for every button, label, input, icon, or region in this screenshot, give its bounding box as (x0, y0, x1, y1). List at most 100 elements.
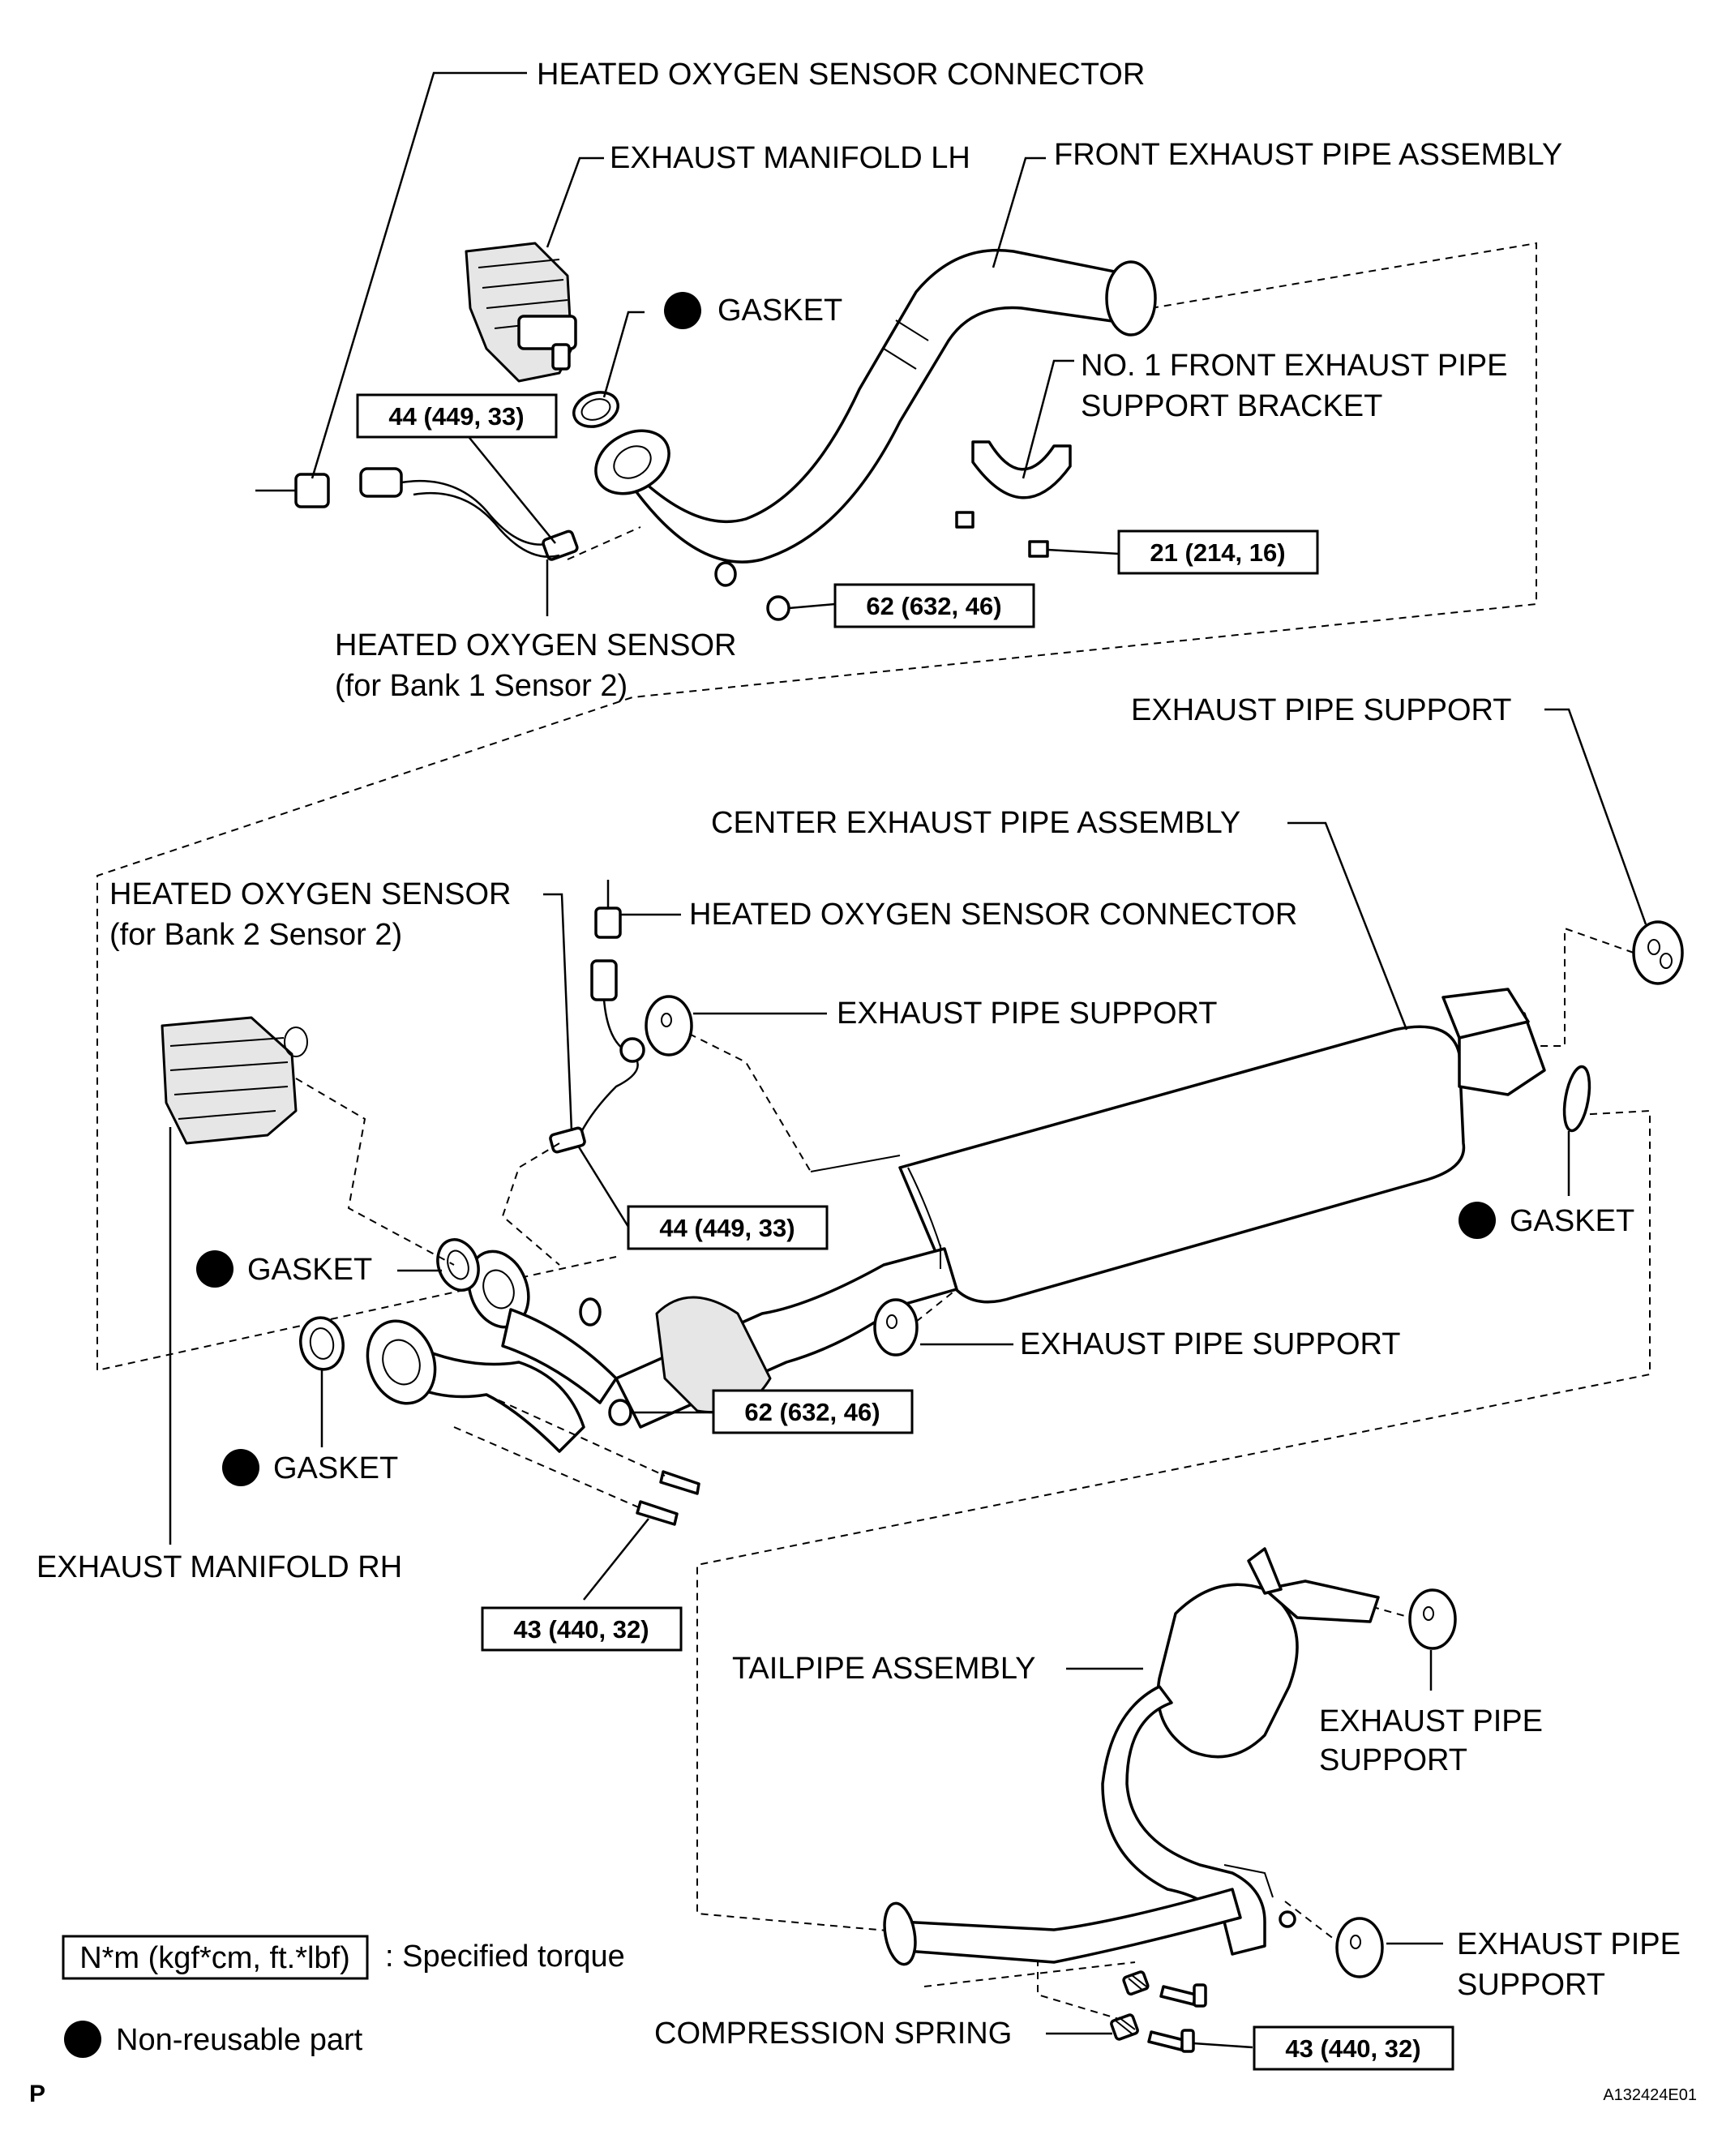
center-pipe-dash-right (696, 1109, 1651, 1943)
leader-t21 (1047, 548, 1120, 555)
tail-bolt-2 (1147, 2030, 1185, 2051)
label-ho2s-bank2-2: (for Bank 2 Sensor 2) (109, 918, 402, 952)
support-mid-dash (688, 1033, 812, 1172)
ho2s-bank2-part (549, 880, 645, 1154)
leader-t62-upper (788, 602, 836, 610)
label-gasket-right: GASKET (1510, 1204, 1634, 1238)
nut-lower-1 (579, 1297, 602, 1327)
leader-t44-lower (576, 1145, 630, 1228)
non-reusable-marker-icon-right (1459, 1202, 1496, 1239)
nut-lower-2 (608, 1399, 632, 1426)
leader-ho2s-bank2 (543, 893, 573, 1132)
torque-box-43-left (481, 1606, 683, 1652)
leader-no1-bracket (1022, 359, 1074, 479)
legend-torque-desc: : Specified torque (385, 1940, 625, 1974)
torque-box-44-upper (356, 393, 558, 439)
label-gasket-top: GASKET (718, 294, 842, 328)
support-dash-top-right (1540, 927, 1634, 1047)
torque-62-upper: 62 (632, 46) (866, 592, 1001, 620)
front-pipe-dash (567, 526, 641, 560)
torque-43-right: 43 (440, 32) (1285, 2034, 1420, 2063)
torque-44-upper: 44 (449, 33) (388, 402, 524, 431)
figure-id: A132424E01 (1603, 2086, 1697, 2104)
non-reusable-marker-icon-left-upper (196, 1250, 233, 1288)
label-support-mid: EXHAUST PIPE SUPPORT (837, 997, 1218, 1031)
label-front-exhaust-pipe: FRONT EXHAUST PIPE ASSEMBLY (1054, 138, 1562, 172)
non-reusable-marker-icon (664, 292, 701, 329)
leader-front-exhaust-pipe (992, 156, 1046, 268)
front-exhaust-pipe-part (594, 248, 1157, 564)
label-compression-spring: COMPRESSION SPRING (654, 2017, 1012, 2051)
no1-support-bracket-part (971, 440, 1072, 499)
gasket-left-lower-part (299, 1316, 345, 1371)
label-ho2s-connector-mid: HEATED OXYGEN SENSOR CONNECTOR (689, 898, 1297, 932)
label-ho2s-bank1-1: HEATED OXYGEN SENSOR (335, 628, 737, 662)
leader-gasket-top (602, 311, 645, 398)
label-center-pipe: CENTER EXHAUST PIPE ASSEMBLY (711, 806, 1240, 840)
label-support-lower: EXHAUST PIPE SUPPORT (1020, 1327, 1401, 1361)
tail-bolt-2-head (1180, 2029, 1195, 2053)
exhaust-pipe-support-tail-upper-part (1408, 1588, 1457, 1650)
tail-bolt-1-head (1193, 1983, 1207, 2008)
torque-box-62-lower (712, 1389, 914, 1434)
label-tail-support-upper-1: EXHAUST PIPE (1319, 1704, 1543, 1738)
torque-box-43-right (1253, 2025, 1454, 2071)
bracket-bolt-1 (955, 511, 975, 529)
exhaust-pipe-support-top-right-part (1632, 920, 1684, 985)
label-gasket-left-lower: GASKET (273, 1451, 398, 1485)
nut-front-1 (714, 561, 737, 587)
leader-t43-left (583, 1518, 649, 1601)
bolt-lower-1 (659, 1470, 700, 1495)
leader-support-top-right (1544, 708, 1647, 925)
torque-box-44-lower (627, 1205, 829, 1250)
exhaust-pipe-support-lower-part (873, 1298, 919, 1357)
label-no1-bracket-1: NO. 1 FRONT EXHAUST PIPE (1081, 349, 1508, 383)
tailpipe-assembly-part (883, 1547, 1380, 1966)
torque-43-left: 43 (440, 32) (513, 1615, 649, 1644)
label-tail-support-upper-2: SUPPORT (1319, 1743, 1467, 1777)
bolt-dash (453, 1394, 666, 1509)
torque-44-lower: 44 (449, 33) (659, 1214, 795, 1242)
page-code: P (29, 2081, 45, 2107)
leader-exhaust-manifold-lh (546, 156, 604, 248)
legend-non-reusable-desc: Non-reusable part (116, 2023, 363, 2057)
center-exhaust-pipe-part (615, 988, 1546, 1429)
torque-21: 21 (214, 16) (1150, 538, 1285, 567)
support-lower-dash (915, 1288, 957, 1322)
ho2s-connector-top-part (255, 473, 330, 508)
nut-front-2 (766, 595, 790, 621)
label-gasket-left-upper: GASKET (247, 1253, 372, 1287)
label-tailpipe: TAILPIPE ASSEMBLY (732, 1652, 1036, 1686)
label-exhaust-manifold-rh: EXHAUST MANIFOLD RH (36, 1550, 402, 1584)
label-ho2s-bank2-1: HEATED OXYGEN SENSOR (109, 877, 512, 911)
torque-62-lower: 62 (632, 46) (744, 1398, 880, 1426)
legend-torque-box (62, 1935, 369, 1980)
label-exhaust-manifold-lh: EXHAUST MANIFOLD LH (610, 141, 970, 175)
bracket-bolt-2 (1028, 540, 1049, 558)
label-no1-bracket-2: SUPPORT BRACKET (1081, 389, 1382, 423)
leader-center-pipe (1287, 821, 1408, 1031)
tail-bolt-1 (1159, 1985, 1197, 2006)
exhaust-manifold-lh-part (465, 242, 577, 383)
exhaust-pipe-support-mid-part (645, 995, 693, 1057)
non-reusable-marker-icon-left-lower (222, 1449, 259, 1486)
leader-ho2s-connector-top (311, 71, 527, 479)
legend-non-reusable-icon (64, 2021, 101, 2058)
label-tail-support-lower-2: SUPPORT (1457, 1968, 1605, 2002)
compression-spring-part-1 (1122, 1970, 1150, 1996)
label-ho2s-connector-top: HEATED OXYGEN SENSOR CONNECTOR (537, 58, 1145, 92)
legend-torque-unit: N*m (kgf*cm, ft.*lbf) (79, 1941, 350, 1975)
gasket-right-part (1562, 1065, 1591, 1133)
leader-t43-right (1193, 2042, 1253, 2049)
ho2s-bank2-dash (501, 1142, 560, 1266)
label-tail-support-lower-1: EXHAUST PIPE (1457, 1927, 1681, 1961)
front-pipe-assembly-outline (96, 242, 1537, 1372)
bolt-lower-2 (636, 1500, 679, 1526)
gasket-top-part (572, 391, 619, 428)
label-ho2s-bank1-2: (for Bank 1 Sensor 2) (335, 669, 628, 703)
torque-box-62-upper (833, 583, 1035, 628)
exhaust-manifold-rh-part (161, 1016, 308, 1145)
manifold-rh-dash (295, 1078, 455, 1266)
compression-spring-part-2 (1110, 2013, 1139, 2041)
